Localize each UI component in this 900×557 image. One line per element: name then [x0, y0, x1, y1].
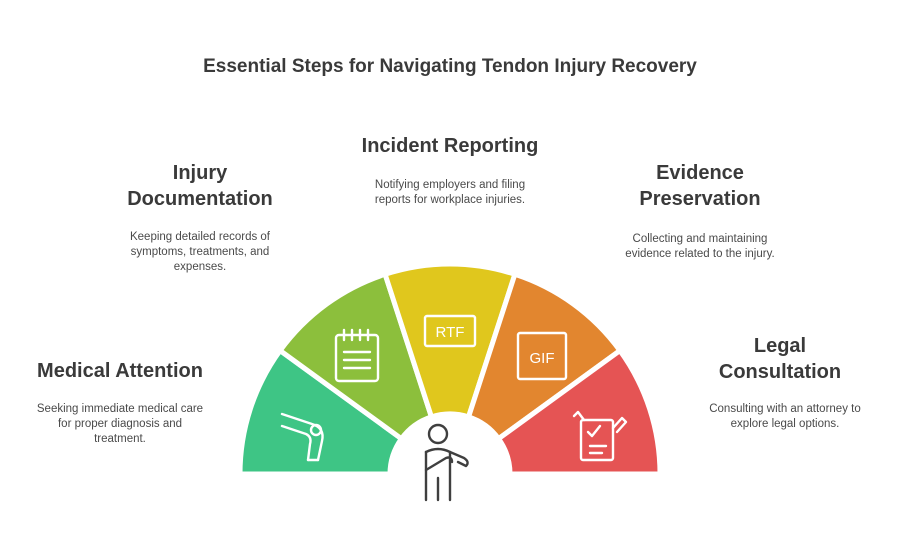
segment-medical-attention	[237, 347, 405, 477]
step-title-incident-reporting: Incident Reporting	[361, 135, 539, 157]
segment-evidence-preservation	[465, 271, 624, 443]
legal-checklist-icon	[572, 410, 628, 462]
injured-person-icon	[424, 423, 469, 502]
svg-text:RTF: RTF	[436, 324, 465, 341]
step-desc-legal-consultation: Consulting with an attorney to explore l…	[709, 403, 861, 430]
step-title-injury-documentation: Injury Documentation	[127, 162, 273, 210]
svg-text:GIF: GIF	[530, 350, 555, 367]
step-desc-incident-reporting: Notifying employers and filing reports f…	[374, 179, 526, 206]
step-desc-evidence-preservation: Collecting and maintaining evidence rela…	[625, 233, 775, 260]
step-title-medical-attention: Medical Attention	[37, 360, 203, 382]
page-title: Essential Steps for Navigating Tendon In…	[203, 56, 697, 77]
step-desc-medical-attention: Seeking immediate medical care for prope…	[36, 403, 204, 445]
step-title-evidence-preservation: Evidence Preservation	[639, 162, 761, 210]
segment-incident-reporting	[381, 261, 519, 421]
rtf-file-icon: RTF	[423, 314, 477, 348]
knee-joint-icon	[280, 412, 324, 462]
step-title-legal-consultation: Legal Consultation	[718, 335, 842, 383]
gif-file-icon: GIF	[516, 331, 568, 381]
notepad-icon	[334, 328, 380, 383]
segment-injury-documentation	[276, 271, 435, 443]
step-desc-injury-documentation: Keeping detailed records of symptoms, tr…	[129, 231, 270, 273]
